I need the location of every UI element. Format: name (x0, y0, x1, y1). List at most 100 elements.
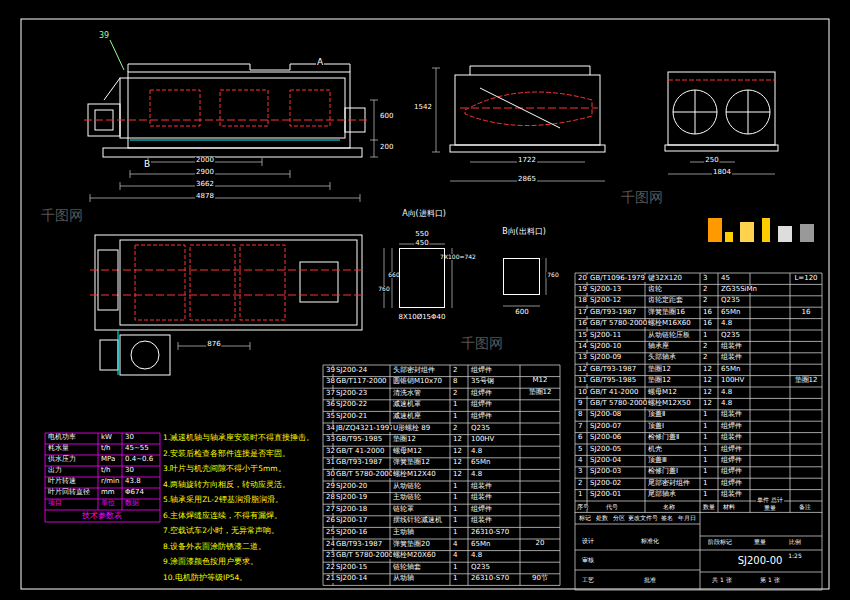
drawing-label: 1 (452, 494, 458, 501)
drawing-label: 更改文件号 (627, 515, 659, 521)
drawing-label: 叶片转速 (47, 478, 77, 485)
drawing-label: 12 (702, 389, 713, 396)
drawing-label: 检修门盖Ⅰ (647, 468, 679, 475)
drawing-label: 耗水量 (47, 445, 70, 452)
drawing-label: 39 (98, 32, 110, 40)
table-rule (323, 457, 560, 458)
table-rule (575, 341, 822, 342)
drawing-label: 19 (577, 286, 588, 293)
drawing-label: GB/T93-1987 (589, 309, 637, 316)
drawing-label: 20 (577, 275, 588, 282)
drawing-label: 1 (702, 480, 708, 487)
table-rule (323, 423, 560, 424)
table-rule (575, 307, 822, 308)
drawing-label: 12 (702, 400, 713, 407)
drawing-label: 1 (577, 491, 583, 498)
drawing-label: SJ200-03 (589, 468, 622, 475)
drawing-label: 2 (452, 425, 458, 432)
drawing-label: 头部轴承 (647, 354, 677, 361)
drawing-label: SJ200-05 (589, 446, 622, 453)
view-frame: B向(出料口) (495, 228, 553, 296)
drawing-label: 减速机罩 (392, 401, 422, 408)
drawing-label: 5.轴承采用ZL-2锂基润滑脂润滑。 (162, 496, 284, 504)
drawing-label: 1 (702, 446, 708, 453)
drawing-label: 600 (514, 309, 529, 316)
drawing-label: 顶盖Ⅰ (647, 423, 665, 430)
drawing-label: SJ200-20 (335, 483, 368, 490)
drawing-label: 1 (702, 423, 708, 430)
drawing-label: SJ200-09 (589, 354, 622, 361)
drawing-label: 处数 (595, 515, 609, 521)
drawing-label: 齿轮 (647, 286, 663, 293)
drawing-label: 16 (801, 309, 812, 316)
table-rule (323, 376, 560, 377)
table-rule (323, 365, 560, 366)
drawing-label: 1 (452, 517, 458, 524)
drawing-label: 20 (535, 540, 546, 547)
drawing-label: GB/T117-2000 (335, 378, 388, 385)
drawing-label: 垫圈12 (647, 377, 672, 384)
view-heading: B向(出料口) (495, 228, 553, 237)
drawing-label: ZG35SiMn (720, 286, 758, 293)
drawing-label: B (143, 160, 151, 169)
table-rule (45, 522, 160, 523)
drawing-label: GB/T 41-2000 (335, 448, 385, 455)
drawing-label: 30 (124, 434, 135, 441)
drawing-label: 垫圈12 (794, 377, 819, 384)
drawing-label: 2000 (195, 157, 215, 164)
drawing-label: 8.设备外表面涂防锈漆二道。 (162, 543, 267, 551)
drawing-label: 序号 (576, 504, 590, 510)
drawing-label: 圆锥销M10x70 (392, 378, 443, 385)
sheet-border (21, 19, 829, 589)
drawing-label: Q235 (470, 425, 491, 432)
drawing-label: 4.8 (470, 471, 483, 478)
drawing-label: 17 (577, 309, 588, 316)
table-rule (45, 433, 46, 522)
drawing-label: 螺母M12 (392, 448, 423, 455)
drawing-label: 组装件 (470, 517, 493, 524)
table-rule (323, 515, 560, 516)
table-rule (575, 364, 822, 365)
drawing-label: 尾部轴承 (647, 491, 677, 498)
drawing-label: MPa (100, 456, 116, 463)
drawing-label: 电机功率 (47, 434, 77, 441)
drawing-label: 1.减速机轴与轴承座安装时不得直接捶击。 (162, 434, 315, 442)
table-rule (575, 466, 822, 467)
drawing-label: 组焊件 (720, 468, 743, 475)
drawing-label: SJ200-07 (589, 423, 622, 430)
drawing-label: 垫圈12 (528, 389, 553, 396)
drawing-label: 组装件 (470, 483, 493, 490)
drawing-label: 11 (577, 377, 588, 384)
drawing-label: 年月日 (677, 515, 697, 521)
table-rule (575, 330, 822, 331)
drawing-label: 6 (577, 434, 583, 441)
end-view (665, 72, 778, 151)
drawing-label: 2 (702, 286, 708, 293)
title-block-rule (575, 550, 700, 551)
drawing-label: 9.涂面漆颜色按用户要求。 (162, 558, 259, 566)
drawing-label: 0.4~0.6 (124, 456, 154, 463)
drawing-label: Q235 (720, 297, 741, 304)
drawing-label: 机壳 (647, 446, 663, 453)
drawing-label: SJ200-22 (335, 401, 368, 408)
drawing-label: 1 (702, 332, 708, 339)
table-rule (323, 365, 324, 585)
drawing-label: 摆线针轮减速机 (392, 517, 443, 524)
dimension-lines (90, 68, 775, 350)
table-rule (718, 273, 719, 512)
drawing-label: SJ200-04 (589, 457, 622, 464)
drawing-label: 减速机座 (392, 413, 422, 420)
drawing-label: GB/T93-1987 (335, 541, 383, 548)
table-rule (575, 295, 822, 296)
title-block-rule (575, 590, 822, 591)
drawing-label: 7.空载试车2小时，无异常声响。 (162, 527, 280, 535)
drawing-label: 4878 (195, 193, 215, 200)
drawing-label: GB/T95-1985 (589, 377, 637, 384)
drawing-label: 组装件 (720, 343, 743, 350)
table-rule (575, 444, 822, 445)
drawing-label: SJ200-10 (589, 343, 622, 350)
drawing-label: 螺母M12 (647, 389, 678, 396)
table-rule (323, 562, 560, 563)
drawing-label: 千图网 (620, 190, 664, 205)
drawing-label: A (316, 58, 324, 67)
